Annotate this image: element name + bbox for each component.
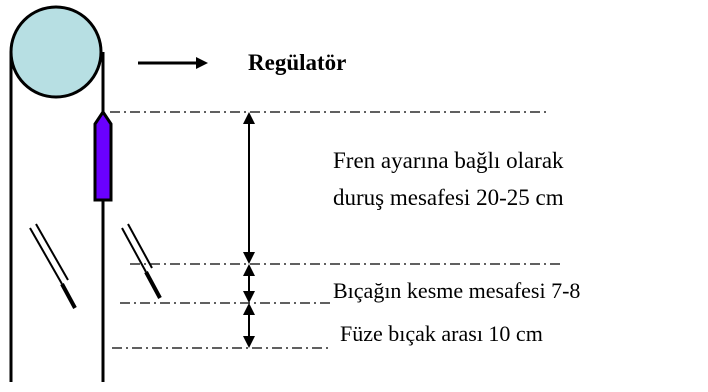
stop-distance-label-line1: Fren ayarına bağlı olarak [333, 148, 564, 173]
regulator-arrow-head [196, 57, 208, 69]
spindle-blade-gap-label: Füze bıçak arası 10 cm [340, 321, 543, 346]
blade-distance-dimension [243, 264, 255, 303]
pulley [9, 5, 103, 99]
stop-distance-dimension [243, 112, 255, 264]
blade-distance-label: Bıçağın kesme mesafesi 7-8 [333, 278, 580, 303]
right-blade [121, 223, 162, 299]
regulator-label: Regülatör [248, 50, 346, 75]
spindle-blade-dimension [243, 303, 255, 348]
counterweight [93, 109, 113, 202]
left-blade [29, 223, 77, 309]
stop-distance-label-line2: duruş mesafesi 20-25 cm [333, 185, 564, 210]
